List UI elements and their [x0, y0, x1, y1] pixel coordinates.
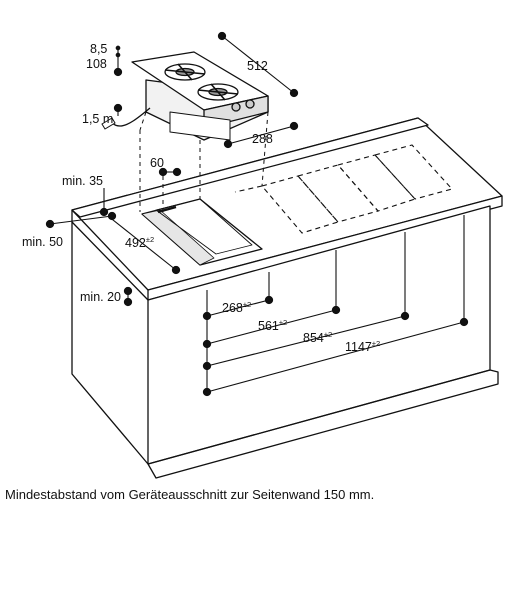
hob-positions-dashed	[234, 144, 454, 234]
label-min-below: min. 20	[80, 290, 121, 304]
label-min-rear: min. 50	[22, 235, 63, 249]
label-cutout-depth: 492±2	[125, 235, 154, 250]
reference-lines	[139, 130, 201, 212]
cutout	[141, 198, 263, 266]
plug-icon	[101, 117, 116, 130]
caption-text: Mindestabstand vom Geräteausschnitt zur …	[5, 487, 375, 502]
hob-appliance	[131, 51, 269, 141]
dimension-lines	[45, 31, 469, 397]
installation-diagram: 8,5 108 512 288 1,5 m 60 min. 35 min. 50…	[22, 31, 503, 479]
cabinet	[71, 117, 503, 479]
label-hob-height-top: 8,5	[90, 42, 107, 56]
label-cutout-width-4: 1147±2	[345, 339, 380, 354]
label-hob-height: 108	[86, 57, 107, 71]
label-cutout-offset: 60	[150, 156, 164, 170]
label-cable-length: 1,5 m	[82, 112, 113, 126]
label-cutout-width-3: 854±2	[303, 330, 332, 345]
label-cutout-width-2: 561±2	[258, 318, 287, 333]
label-hob-depth: 512	[247, 59, 268, 73]
label-hob-width: 288	[252, 132, 273, 146]
label-min-front: min. 35	[62, 174, 103, 188]
hob-drop-lines	[139, 111, 269, 187]
label-cutout-width-1: 268±2	[222, 300, 251, 315]
